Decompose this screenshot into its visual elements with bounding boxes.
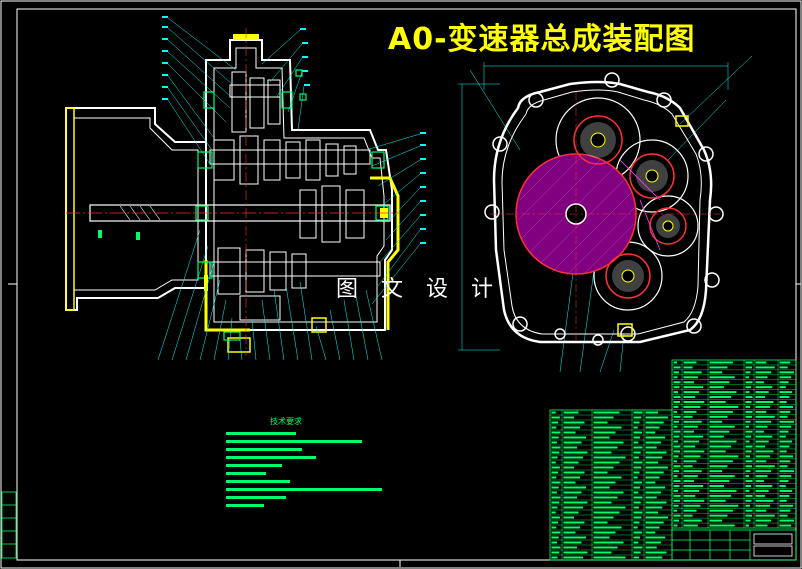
title-block <box>671 529 797 561</box>
parts-list-table <box>549 359 797 561</box>
binding-strip <box>1 491 17 559</box>
section-view <box>65 16 426 361</box>
tech-notes-text <box>226 432 382 507</box>
end-view <box>458 55 753 373</box>
drawing-title: A0-变速器总成装配图 <box>388 22 696 57</box>
parts-list-right <box>671 359 797 529</box>
watermark-text: 图 文 设 计 <box>336 277 501 302</box>
bell-housing <box>65 107 207 311</box>
end-casing <box>492 80 713 344</box>
parts-list-left <box>549 409 673 561</box>
tech-notes-heading: 技术要求 <box>270 417 302 426</box>
